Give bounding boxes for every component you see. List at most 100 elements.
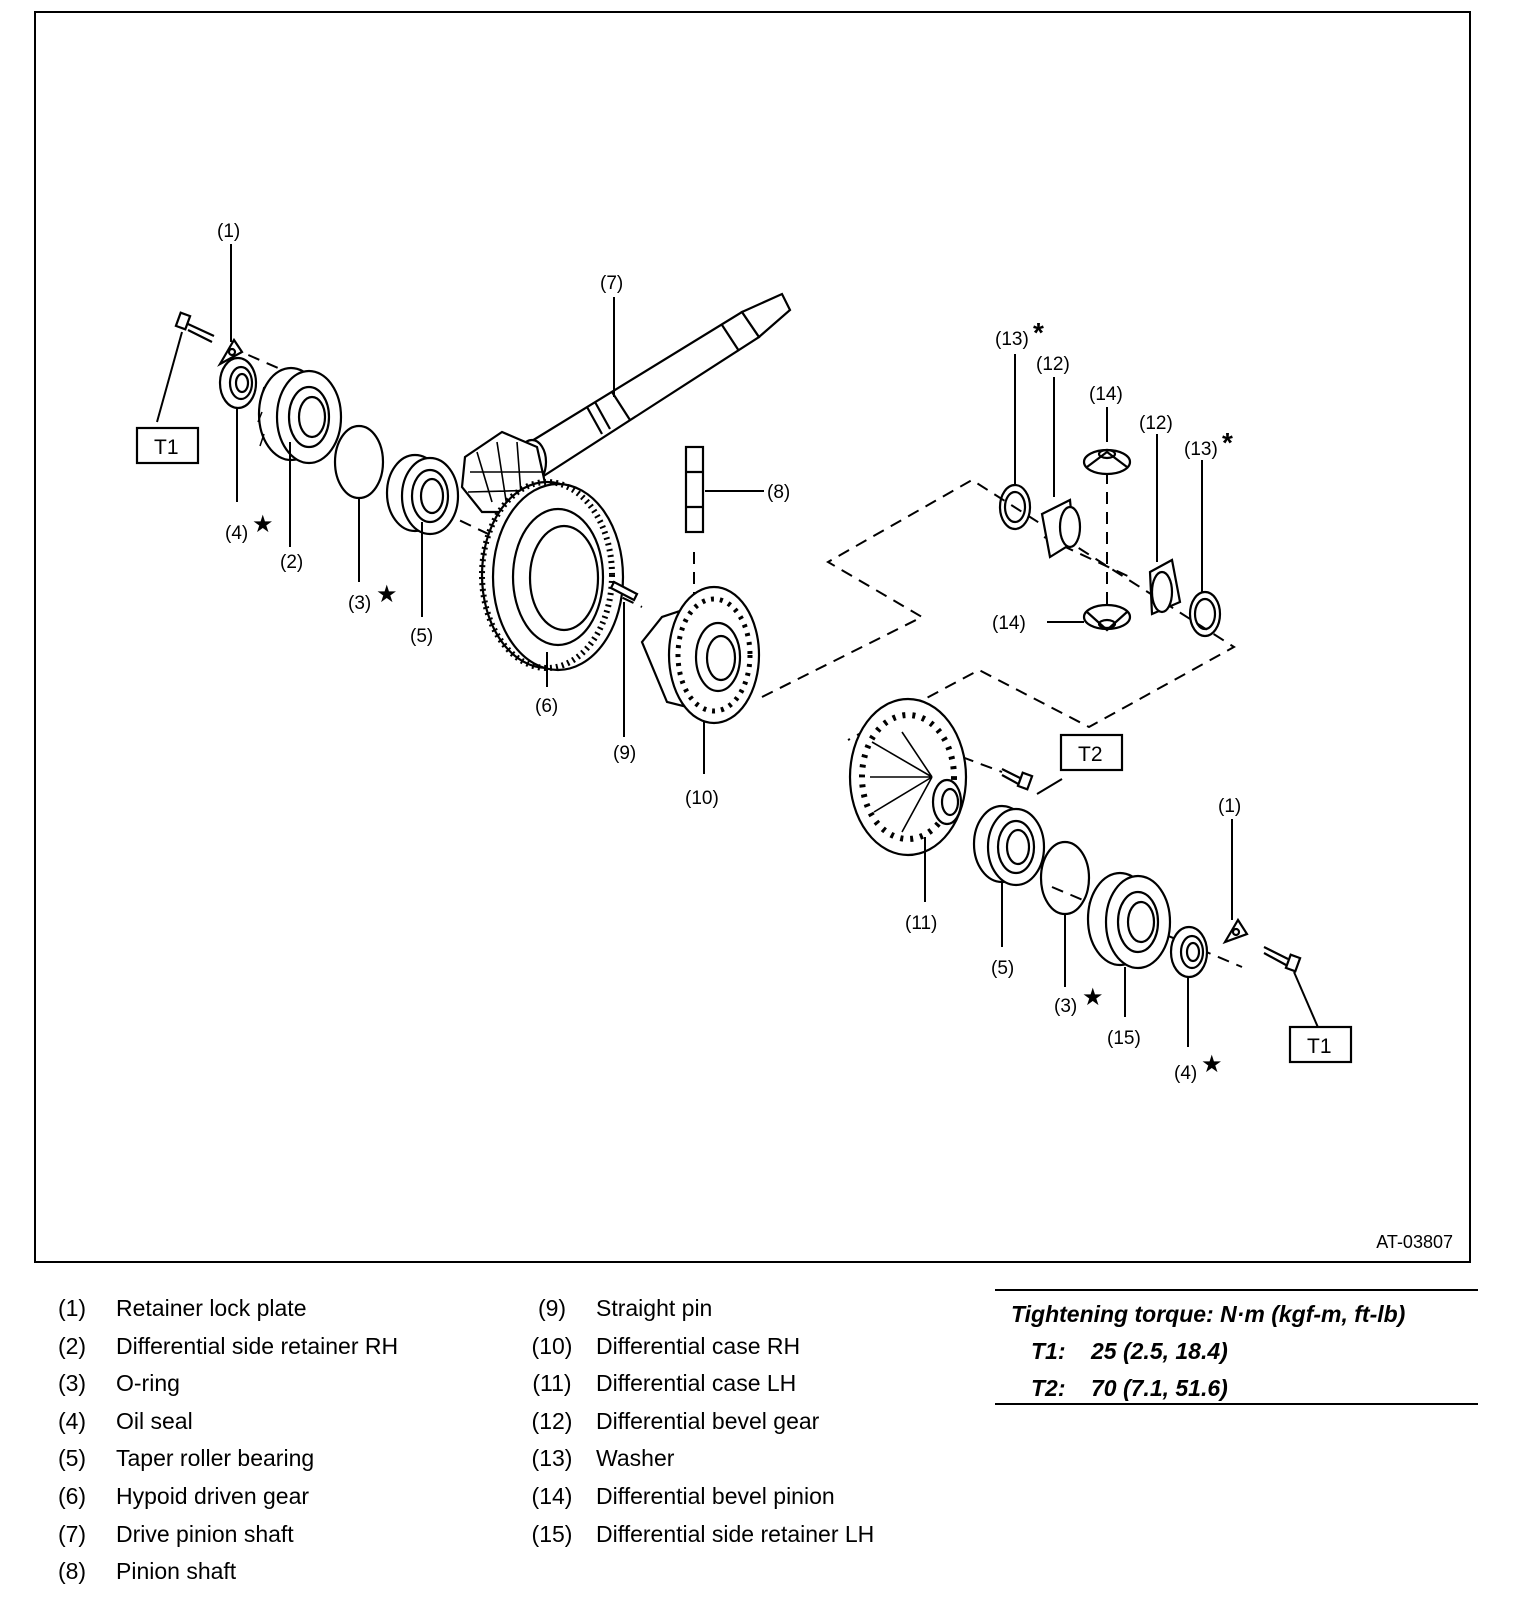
legend-item: (14)Differential bevel pinion xyxy=(530,1478,970,1516)
legend-item: (9) Straight pin xyxy=(530,1290,970,1328)
asterisk-13-lower: * xyxy=(1222,427,1233,458)
callout-15: (15) xyxy=(1107,1028,1141,1049)
callout-12-upper: (12) xyxy=(1036,354,1070,375)
legend-name: Drive pinion shaft xyxy=(116,1520,294,1547)
asterisk-13-upper: * xyxy=(1033,317,1044,348)
legend-num: (5) xyxy=(57,1445,87,1472)
o-ring-left xyxy=(333,424,385,500)
callout-6: (6) xyxy=(535,696,558,717)
legend-name: Differential case LH xyxy=(596,1370,797,1397)
torque-key: T1: xyxy=(1031,1338,1066,1364)
callout-5-right: (5) xyxy=(991,958,1014,979)
torque-title: Tightening torque: N·m (kgf-m, ft-lb) xyxy=(1011,1301,1406,1327)
legend-name: Pinion shaft xyxy=(116,1558,237,1585)
legend-num: (3) xyxy=(57,1370,87,1397)
legend-num: (4) xyxy=(57,1407,87,1434)
callout-1-right: (1) xyxy=(1218,796,1241,817)
o-ring-right xyxy=(1039,840,1091,916)
callout-11: (11) xyxy=(905,913,937,934)
legend-num: (2) xyxy=(57,1332,87,1359)
legend-item: (4) Oil seal xyxy=(50,1403,510,1441)
bevel-pinion-lower xyxy=(1082,603,1132,632)
torque-key: T2: xyxy=(1031,1375,1066,1401)
torque-row-t2: T2: 70 (7.1, 51.6) xyxy=(1031,1375,1228,1402)
callout-8: (8) xyxy=(767,482,790,503)
legend-num: (11) xyxy=(532,1370,572,1397)
leader-lines xyxy=(156,244,1321,1047)
legend-num: (15) xyxy=(531,1520,573,1547)
callout-10: (10) xyxy=(685,788,719,809)
legend-item: (11) Differential case LH xyxy=(530,1365,970,1403)
torque-table: Tightening torque: N·m (kgf-m, ft-lb) T1… xyxy=(995,1289,1478,1405)
taper-roller-bearing-left xyxy=(385,453,460,536)
bevel-gear-lower xyxy=(1148,558,1182,616)
legend-name: O-ring xyxy=(116,1370,180,1397)
drive-pinion-shaft xyxy=(460,292,792,514)
legend-name: Differential case RH xyxy=(596,1332,801,1359)
t1-label-right: T1 xyxy=(1307,1035,1332,1058)
bolt-left xyxy=(174,311,215,343)
legend-name: Differential side retainer LH xyxy=(596,1520,875,1547)
bevel-gear-upper xyxy=(1040,498,1082,559)
legend-right: (9) Straight pin (10)Differential case RH… xyxy=(530,1290,970,1553)
legend-item: (3) O-ring xyxy=(50,1365,510,1403)
legend-num: (8) xyxy=(57,1558,87,1585)
legend-item: (5) Taper roller bearing xyxy=(50,1440,510,1478)
torque-value: 70 (7.1, 51.6) xyxy=(1091,1375,1228,1401)
bolt-t2 xyxy=(1001,768,1034,791)
t1-box-right xyxy=(1288,1025,1353,1064)
callout-14-upper: (14) xyxy=(1089,384,1123,405)
torque-row-t1: T1: 25 (2.5, 18.4) xyxy=(1031,1338,1228,1365)
legend-item: (1) Retainer lock plate xyxy=(50,1290,510,1328)
legend-num: (6) xyxy=(57,1482,87,1509)
differential-side-retainer-rh xyxy=(257,366,343,465)
taper-roller-bearing-right xyxy=(972,804,1046,887)
legend-name: Washer xyxy=(596,1445,675,1472)
oil-seal-right xyxy=(1169,925,1209,979)
t2-label: T2 xyxy=(1078,743,1103,766)
callout-9: (9) xyxy=(613,743,636,764)
callout-14-lower: (14) xyxy=(992,613,1026,634)
bevel-pinion-upper xyxy=(1082,448,1132,476)
legend-num: (14) xyxy=(531,1482,573,1509)
legend-name: Straight pin xyxy=(596,1295,713,1321)
torque-value: 25 (2.5, 18.4) xyxy=(1091,1338,1228,1364)
differential-case-rh xyxy=(640,585,761,725)
legend-item: (12) Differential bevel gear xyxy=(530,1403,970,1441)
callout-12-lower: (12) xyxy=(1139,413,1173,434)
legend-left: (1) Retainer lock plate (2) Differential s… xyxy=(50,1290,510,1591)
legend-name: Differential bevel gear xyxy=(596,1407,820,1434)
legend-item: (6)Hypoid driven gear xyxy=(50,1478,510,1516)
differential-case-lh xyxy=(848,697,968,857)
legend-item: (10)Differential case RH xyxy=(530,1328,970,1366)
legend-item: (2) Differential side retainer RH xyxy=(50,1328,510,1366)
star-4-left: ★ xyxy=(252,511,274,538)
diagram-frame: (1) (7) (4) ★ (2) (3) ★ (5) (8) (6) (9) … xyxy=(34,11,1471,1263)
legend-item: (15) Differential side retainer LH xyxy=(530,1516,970,1554)
callout-7: (7) xyxy=(600,273,623,294)
t1-box-left xyxy=(135,426,200,465)
legend-name: Oil seal xyxy=(116,1407,193,1434)
callout-4-right: (4) xyxy=(1174,1063,1197,1084)
legend-name: Differential side retainer RH xyxy=(116,1332,399,1359)
legend-num: (9) xyxy=(537,1295,567,1321)
callout-labels: (1) (7) (4) ★ (2) (3) ★ (5) (8) (6) (9) … xyxy=(154,221,1332,1084)
star-3-right: ★ xyxy=(1082,984,1104,1011)
hypoid-driven-gear xyxy=(479,479,625,672)
legend-item: (13) Washer xyxy=(530,1440,970,1478)
callout-13-lower: (13) xyxy=(1184,439,1218,460)
legend-name: Retainer lock plate xyxy=(116,1295,307,1321)
exploded-view-diagram: (1) (7) (4) ★ (2) (3) ★ (5) (8) (6) (9) … xyxy=(135,221,1353,1084)
legend-name: Taper roller bearing xyxy=(116,1445,315,1472)
legend-num: (12) xyxy=(531,1407,573,1434)
callout-13-upper: (13) xyxy=(995,329,1029,350)
legend-num: (1) xyxy=(57,1295,87,1321)
figure-id: AT-03807 xyxy=(1376,1232,1453,1252)
callout-4-left: (4) xyxy=(225,523,248,544)
callout-1-left: (1) xyxy=(217,221,240,242)
legend-num: (13) xyxy=(531,1445,573,1472)
callout-3-left: (3) xyxy=(348,593,371,614)
washer-lower xyxy=(1188,590,1222,638)
legend-item: (7) Drive pinion shaft xyxy=(50,1516,510,1554)
legend-num: (7) xyxy=(57,1520,87,1547)
